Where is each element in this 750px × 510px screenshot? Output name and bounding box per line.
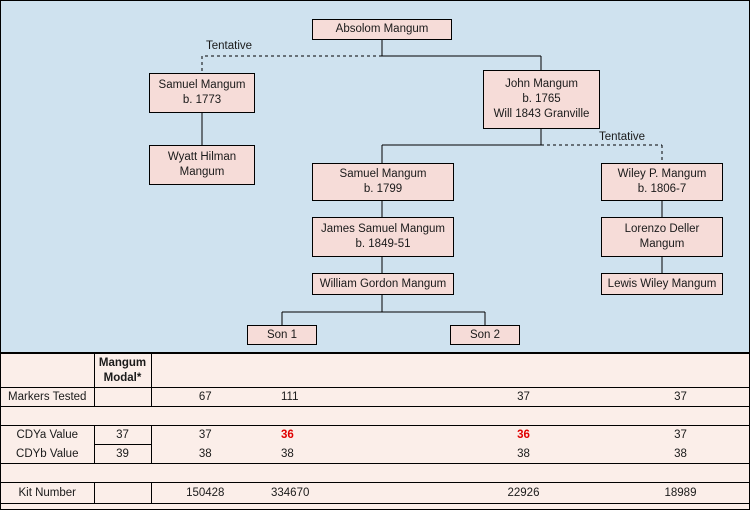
cell-kit-number-col2: 334670 bbox=[259, 482, 435, 504]
cell-cdyb-col4: 38 bbox=[612, 444, 749, 464]
node-son-2[interactable]: Son 2 bbox=[450, 325, 520, 345]
node-line: Samuel Mangum bbox=[158, 79, 246, 91]
node-line: Samuel Mangum bbox=[339, 168, 427, 180]
tentative-label-left: Tentative bbox=[206, 40, 253, 52]
modal-header-line2: Modal* bbox=[103, 371, 142, 384]
row-label-cdyb-value: CDYb Value bbox=[1, 444, 94, 464]
table-row-kit-number: Kit Number 150428 334670 22926 18989 bbox=[1, 482, 749, 504]
node-absolom-mangum[interactable]: Absolom Mangum bbox=[312, 19, 452, 40]
node-line: b. 1765 bbox=[522, 93, 561, 105]
row-label-markers-tested: Markers Tested bbox=[1, 387, 94, 407]
node-samuel-mangum-1799[interactable]: Samuel Mangum b. 1799 bbox=[312, 163, 454, 201]
cell-cdya-col4: 37 bbox=[612, 425, 749, 445]
modal-header-line1: Mangum bbox=[98, 356, 147, 369]
node-line: Son 2 bbox=[469, 328, 501, 341]
spacer-cell bbox=[94, 406, 151, 426]
node-wiley-p-mangum[interactable]: Wiley P. Mangum b. 1806-7 bbox=[601, 163, 723, 201]
spacer-cell bbox=[151, 406, 259, 426]
cell-cdya-modal: 37 bbox=[93, 425, 152, 445]
node-line: b. 1773 bbox=[182, 94, 222, 106]
cell-markers-tested-col3: 37 bbox=[435, 387, 612, 407]
cell-markers-tested-col4: 37 bbox=[612, 387, 749, 407]
table-header-row: Mangum Modal* bbox=[1, 353, 749, 388]
row-label-cdya-value: CDYa Value bbox=[1, 425, 94, 445]
node-line: Absolom Mangum bbox=[335, 23, 429, 35]
node-samuel-mangum-1773[interactable]: Samuel Mangum b. 1773 bbox=[149, 73, 255, 113]
node-john-mangum-1765[interactable]: John Mangum b. 1765 Will 1843 Granville bbox=[483, 70, 600, 129]
cell-cdya-col2: 36 bbox=[259, 425, 435, 445]
spacer-cell bbox=[1, 463, 94, 483]
spacer-cell bbox=[259, 406, 435, 426]
table-row-cdyb-value: CDYb Value 39 38 38 38 38 bbox=[1, 444, 749, 464]
tree-connector-lines bbox=[201, 40, 663, 325]
node-lewis-wiley-mangum[interactable]: Lewis Wiley Mangum bbox=[601, 273, 723, 295]
table-spacer-row bbox=[1, 406, 749, 426]
header-blank-cell bbox=[435, 353, 612, 388]
node-line: b. 1799 bbox=[363, 183, 403, 195]
node-line: Mangum bbox=[179, 166, 225, 178]
tentative-label-right: Tentative bbox=[599, 131, 646, 143]
spacer-cell bbox=[612, 463, 749, 483]
node-lorenzo-deller-mangum[interactable]: Lorenzo Deller Mangum bbox=[601, 217, 723, 257]
table-grid: Mangum Modal* Markers Tested 67 111 37 3… bbox=[1, 353, 749, 504]
cell-cdya-col1: 37 bbox=[151, 425, 259, 445]
row-label-kit-number: Kit Number bbox=[1, 482, 94, 504]
cell-kit-number-col1: 150428 bbox=[151, 482, 259, 504]
node-line: Wiley P. Mangum bbox=[617, 168, 707, 180]
cell-cdyb-col1: 38 bbox=[151, 444, 259, 464]
node-william-gordon-mangum[interactable]: William Gordon Mangum bbox=[312, 273, 454, 295]
node-wyatt-hilman-mangum[interactable]: Wyatt Hilman Mangum bbox=[149, 145, 255, 185]
spacer-cell bbox=[151, 463, 259, 483]
spacer-cell bbox=[435, 406, 612, 426]
node-line: Lewis Wiley Mangum bbox=[607, 277, 717, 290]
node-line: John Mangum bbox=[505, 78, 578, 90]
header-blank-cell bbox=[612, 353, 749, 388]
node-line: James Samuel Mangum bbox=[321, 223, 445, 235]
cell-cdya-col3: 36 bbox=[435, 425, 612, 445]
cell-markers-tested-col1: 67 bbox=[151, 387, 259, 407]
node-line: b. 1849-51 bbox=[355, 238, 411, 250]
marker-comparison-table: Mangum Modal* Markers Tested 67 111 37 3… bbox=[1, 352, 749, 509]
cell-cdyb-col3: 38 bbox=[435, 444, 612, 464]
node-line: Son 1 bbox=[266, 328, 298, 341]
family-tree-diagram: Absolom Mangum Tentative Samuel Mangum b… bbox=[1, 1, 749, 352]
node-line: b. 1806-7 bbox=[637, 183, 687, 195]
header-blank-cell bbox=[151, 353, 259, 388]
cell-kit-number-modal bbox=[93, 482, 152, 504]
header-blank-cell bbox=[259, 353, 435, 388]
table-row-markers-tested: Markers Tested 67 111 37 37 bbox=[1, 387, 749, 407]
table-spacer-row bbox=[1, 463, 749, 483]
spacer-cell bbox=[1, 406, 94, 426]
spacer-cell bbox=[435, 463, 612, 483]
spacer-cell bbox=[94, 463, 151, 483]
node-son-1[interactable]: Son 1 bbox=[247, 325, 317, 345]
cell-markers-tested-modal bbox=[93, 387, 152, 407]
spacer-cell bbox=[259, 463, 435, 483]
node-line: William Gordon Mangum bbox=[319, 277, 447, 290]
cell-markers-tested-col2: 111 bbox=[259, 387, 435, 407]
header-mangum-modal-cell: Mangum Modal* bbox=[93, 353, 152, 388]
cell-kit-number-col4: 18989 bbox=[612, 482, 749, 504]
node-james-samuel-mangum[interactable]: James Samuel Mangum b. 1849-51 bbox=[312, 217, 454, 257]
cell-cdyb-col2: 38 bbox=[259, 444, 435, 464]
cell-cdyb-modal: 39 bbox=[93, 444, 152, 464]
node-line: Mangum bbox=[639, 238, 685, 250]
table-row-cdya-value: CDYa Value 37 37 36 36 37 bbox=[1, 425, 749, 445]
spacer-cell bbox=[612, 406, 749, 426]
node-line: Wyatt Hilman bbox=[167, 151, 237, 163]
header-blank-cell bbox=[1, 353, 94, 388]
node-line: Lorenzo Deller bbox=[624, 223, 700, 235]
node-line: Will 1843 Granville bbox=[493, 108, 590, 120]
cell-kit-number-col3: 22926 bbox=[435, 482, 612, 504]
